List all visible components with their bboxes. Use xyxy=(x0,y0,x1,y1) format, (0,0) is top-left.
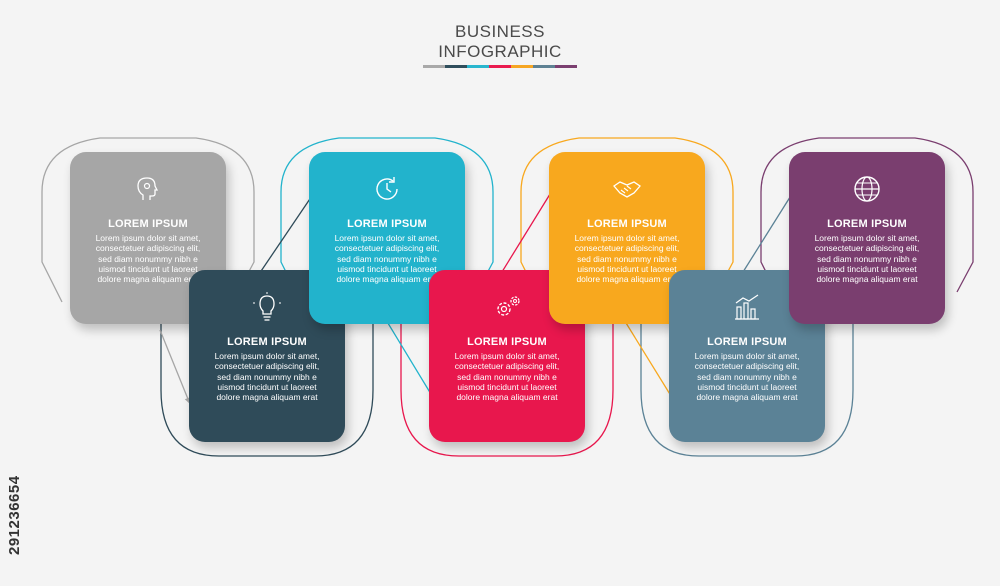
gears-icon xyxy=(492,292,522,322)
step-body-line: dolore magna aliquam erat xyxy=(576,274,678,285)
step-body-line: Lorem ipsum dolor sit amet, xyxy=(814,233,920,243)
step-body: Lorem ipsum dolor sit amet,consectetuer … xyxy=(789,233,945,284)
clock-cycle-icon xyxy=(372,174,402,204)
step-card: LOREM IPSUM Lorem ipsum dolor sit amet,co… xyxy=(70,152,226,324)
step-body-line: uismod tincidunt ut laoreet xyxy=(217,381,317,392)
step-body-line: dolore magna aliquam erat xyxy=(696,392,798,403)
step-body-line: consectetuer adipiscing elit, xyxy=(814,243,920,254)
step-body-line: uismod tincidunt ut laoreet xyxy=(817,263,917,274)
title-bar-segment xyxy=(489,65,511,68)
connector-outline xyxy=(280,137,494,303)
head-gear-icon xyxy=(133,174,163,204)
step-body-line: uismod tincidunt ut laoreet xyxy=(457,381,557,392)
stock-id-watermark: 291236654 xyxy=(6,345,26,555)
step-body: Lorem ipsum dolor sit amet,consectetuer … xyxy=(549,233,705,284)
connector-outline xyxy=(400,277,614,457)
title-bar-segment xyxy=(511,65,533,68)
connector-outline xyxy=(41,137,255,303)
step-body-line: Lorem ipsum dolor sit amet, xyxy=(95,233,201,243)
step-body-line: sed diam nonummy nibh e xyxy=(817,253,917,264)
title-color-bar xyxy=(0,65,1000,68)
globe-icon xyxy=(852,174,882,204)
connector-arrow-line xyxy=(737,185,798,281)
connector-arrow-line xyxy=(496,185,556,281)
step-body-line: Lorem ipsum dolor sit amet, xyxy=(454,351,560,361)
connector-arrow-line xyxy=(379,309,438,405)
step-heading: LOREM IPSUM xyxy=(347,218,427,230)
connector-arrow-line xyxy=(254,186,319,281)
connector-outline xyxy=(520,137,734,303)
step-body-line: dolore magna aliquam erat xyxy=(456,392,558,403)
step-body-line: Lorem ipsum dolor sit amet, xyxy=(214,351,320,361)
step-heading: LOREM IPSUM xyxy=(587,218,667,230)
bar-chart-icon xyxy=(732,292,762,322)
step-body-line: consectetuer adipiscing elit, xyxy=(214,361,320,372)
step-body: Lorem ipsum dolor sit amet,consectetuer … xyxy=(309,233,465,284)
step-body-line: sed diam nonummy nibh e xyxy=(98,253,198,264)
stock-id-text: 291236654 xyxy=(6,475,23,555)
step-body-line: consectetuer adipiscing elit, xyxy=(95,243,201,254)
title-line1: BUSINESS xyxy=(455,22,545,41)
step-body: Lorem ipsum dolor sit amet,consectetuer … xyxy=(429,351,585,402)
step-body-line: sed diam nonummy nibh e xyxy=(577,253,677,264)
title-line2: INFOGRAPHIC xyxy=(438,42,562,61)
step-body: Lorem ipsum dolor sit amet,consectetuer … xyxy=(189,351,345,402)
step-body-line: uismod tincidunt ut laoreet xyxy=(98,263,198,274)
step-body-line: Lorem ipsum dolor sit amet, xyxy=(574,233,680,243)
step-body-line: consectetuer adipiscing elit, xyxy=(574,243,680,254)
step-body-line: dolore magna aliquam erat xyxy=(336,274,438,285)
connector-outline xyxy=(760,137,974,303)
step-body-line: Lorem ipsum dolor sit amet, xyxy=(334,233,440,243)
step-body-line: sed diam nonummy nibh e xyxy=(217,371,317,382)
step-heading: LOREM IPSUM xyxy=(227,336,307,348)
step-body-line: uismod tincidunt ut laoreet xyxy=(337,263,437,274)
step-body-line: dolore magna aliquam erat xyxy=(816,274,918,285)
step-heading: LOREM IPSUM xyxy=(707,336,787,348)
lightbulb-icon xyxy=(252,292,282,322)
step-body-line: sed diam nonummy nibh e xyxy=(337,253,437,264)
step-card: LOREM IPSUM Lorem ipsum dolor sit amet,co… xyxy=(309,152,465,324)
step-heading: LOREM IPSUM xyxy=(827,218,907,230)
step-body-line: dolore magna aliquam erat xyxy=(97,274,199,285)
step-body-line: uismod tincidunt ut laoreet xyxy=(577,263,677,274)
handshake-icon xyxy=(612,174,642,204)
title-bar-segment xyxy=(445,65,467,68)
title-block: BUSINESS INFOGRAPHIC xyxy=(0,22,1000,68)
title-bar-segment xyxy=(555,65,577,68)
connector-outline xyxy=(160,277,374,457)
connector-arrow-line xyxy=(617,309,677,405)
step-body-line: Lorem ipsum dolor sit amet, xyxy=(694,351,800,361)
step-body-line: consectetuer adipiscing elit, xyxy=(454,361,560,372)
step-body-line: uismod tincidunt ut laoreet xyxy=(697,381,797,392)
step-body-line: dolore magna aliquam erat xyxy=(216,392,318,403)
step-body: Lorem ipsum dolor sit amet,consectetuer … xyxy=(669,351,825,402)
step-card: LOREM IPSUM Lorem ipsum dolor sit amet,co… xyxy=(189,270,345,442)
step-body-line: consectetuer adipiscing elit, xyxy=(694,361,800,372)
step-body-line: sed diam nonummy nibh e xyxy=(457,371,557,382)
connector-outline xyxy=(640,277,854,457)
step-body-line: sed diam nonummy nibh e xyxy=(697,371,797,382)
connector-arrow-line xyxy=(159,329,191,405)
step-card: LOREM IPSUM Lorem ipsum dolor sit amet,co… xyxy=(789,152,945,324)
step-body: Lorem ipsum dolor sit amet,consectetuer … xyxy=(70,233,226,284)
title-bar-segment xyxy=(423,65,445,68)
step-heading: LOREM IPSUM xyxy=(467,336,547,348)
title-bar-segment xyxy=(533,65,555,68)
step-heading: LOREM IPSUM xyxy=(108,218,188,230)
step-body-line: consectetuer adipiscing elit, xyxy=(334,243,440,254)
title-bar-segment xyxy=(467,65,489,68)
